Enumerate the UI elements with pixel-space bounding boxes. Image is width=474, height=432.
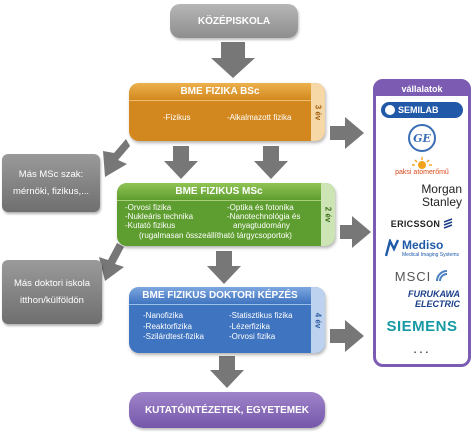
high-school-label: KÖZÉPISKOLA: [197, 15, 271, 27]
more-companies: ...: [413, 340, 431, 356]
furukawa-logo: FURUKAWA ELECTRIC: [408, 289, 460, 309]
sun-icon: [412, 156, 432, 169]
msc-item: -Kutató fizikus: [125, 221, 176, 230]
companies-title: vállalatok: [376, 82, 468, 96]
phd-title: BME FIZIKUS DOKTORI KÉPZÉS: [129, 287, 325, 305]
bsc-stage: BME FIZIKA BSc -Fizikus -Alkalmazott fiz…: [129, 83, 325, 141]
arrow-down-icon: [210, 356, 244, 388]
arrow-down-icon: [207, 251, 241, 284]
ericsson-logo: ERICSSON: [380, 216, 464, 232]
research-institutes-box: KUTATÓINTÉZETEK, EGYETEMEK: [129, 392, 325, 428]
bsc-title: BME FIZIKA BSc: [129, 83, 325, 101]
paksi-logo: paksi atomerőmű: [380, 154, 464, 178]
other-doctoral-box: Más doktori iskola itthon/külföldön: [2, 260, 102, 324]
semilab-logo: SEMILAB: [380, 101, 464, 119]
bsc-item: -Fizikus: [163, 113, 191, 122]
msci-logo: MSCI: [380, 266, 464, 286]
semilab-mark-icon: [385, 105, 395, 115]
phd-item: -Statisztikus fizika: [229, 311, 293, 320]
arrow-left-icon: [103, 139, 130, 177]
ericsson-mark-icon: [443, 218, 453, 229]
arrow-down-icon: [164, 146, 198, 179]
other-doctoral-line: itthon/külföldön: [20, 295, 84, 306]
phd-item: -Szilárdtest-fizika: [143, 332, 204, 341]
phd-body: -Nanofizika -Reaktorfizika -Szilárdtest-…: [129, 305, 325, 353]
mediso-logo: Mediso Medical Imaging Systems: [380, 235, 464, 261]
siemens-logo: SIEMENS: [386, 317, 458, 335]
msc-note: (rugalmasan összeállítható tárgycsoporto…: [139, 231, 292, 240]
msc-item: -Optika és fotonika: [227, 203, 294, 212]
bsc-years: 3 év: [311, 83, 325, 141]
phd-item: -Orvosi fizika: [229, 332, 276, 341]
phd-stage: BME FIZIKUS DOKTORI KÉPZÉS -Nanofizika -…: [129, 287, 325, 353]
arrow-right-icon: [340, 216, 371, 248]
other-doctoral-line: Más doktori iskola: [13, 278, 91, 289]
msc-item: -Nanotechnológia és: [227, 212, 301, 221]
phd-years: 4 év: [311, 287, 325, 353]
msc-years: 2 év: [321, 183, 335, 246]
msc-body: -Orvosi fizika -Nukleáris technika -Kuta…: [117, 201, 335, 246]
companies-panel: vállalatok SEMILAB GE paksi atomerőmű Mo…: [373, 79, 471, 367]
mediso-mark-icon: [385, 239, 400, 257]
msc-item: anyagtudomány: [233, 221, 290, 230]
msc-stage: BME FIZIKUS MSc -Orvosi fizika -Nukleári…: [117, 183, 335, 246]
high-school-box: KÖZÉPISKOLA: [170, 4, 298, 38]
arrow-left-icon: [99, 243, 124, 281]
msci-mark-icon: [436, 270, 448, 282]
arrow-down-icon: [211, 42, 255, 78]
ge-mark-icon: GE: [408, 124, 436, 152]
arrow-down-icon: [254, 146, 288, 179]
bsc-item: -Alkalmazott fizika: [227, 113, 292, 122]
other-msc-line: mérnöki, fizikus,...: [12, 186, 90, 197]
other-msc-box: Más MSc szak: mérnöki, fizikus,...: [2, 154, 100, 212]
other-msc-line: Más MSc szak:: [18, 169, 84, 180]
msc-item: -Nukleáris technika: [125, 212, 194, 221]
msc-title: BME FIZIKUS MSc: [117, 183, 335, 201]
phd-item: -Reaktorfizika: [143, 321, 192, 331]
arrow-right-icon: [330, 320, 364, 352]
research-institutes-label: KUTATÓINTÉZETEK, EGYETEMEK: [144, 404, 310, 416]
phd-item: -Nanofizika: [143, 311, 184, 320]
ge-logo: GE: [380, 123, 464, 153]
morgan-stanley-logo: Morgan Stanley: [421, 182, 462, 209]
msc-item: -Orvosi fizika: [125, 203, 172, 212]
arrow-right-icon: [330, 117, 364, 149]
phd-item: -Lézerfizika: [229, 321, 270, 331]
bsc-body: -Fizikus -Alkalmazott fizika: [129, 101, 325, 141]
